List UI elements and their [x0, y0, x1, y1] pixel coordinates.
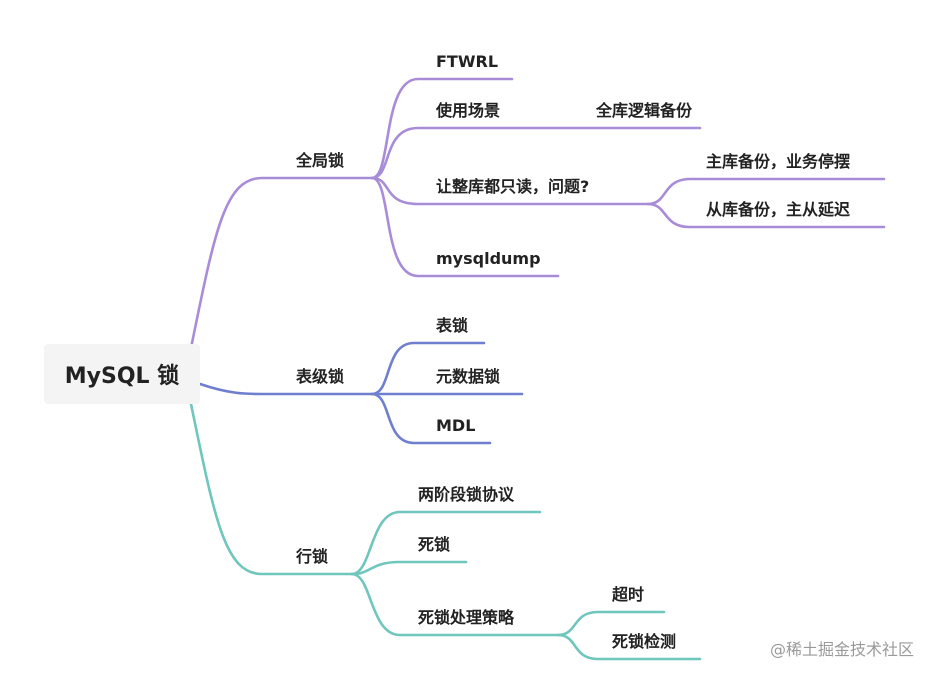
edge-strategy-child1 — [556, 610, 666, 637]
node-usage: 使用场景 — [436, 101, 501, 120]
node-table-lock-child: 表锁 — [436, 316, 469, 335]
edge-root-table — [198, 382, 374, 396]
edge-root-row — [189, 402, 354, 576]
node-global-lock: 全局锁 — [296, 151, 345, 170]
node-deadlock-detection: 死锁检测 — [612, 632, 677, 651]
root-label: MySQL 锁 — [64, 364, 180, 389]
edge-readonly-child1 — [646, 177, 886, 206]
node-readonly: 让整库都只读，问题? — [436, 177, 590, 196]
node-readonly-child-1: 主库备份，业务停摆 — [706, 152, 851, 171]
node-mysqldump: mysqldump — [436, 249, 541, 268]
node-usage-child: 全库逻辑备份 — [596, 101, 693, 120]
edge-global-readonly — [370, 176, 650, 206]
edge-readonly-child2 — [646, 202, 886, 229]
edge-global-ftwrl — [370, 77, 514, 180]
edge-table-tablelock — [370, 341, 486, 396]
edge-row-strategy — [350, 572, 560, 637]
root-node: MySQL 锁 — [44, 344, 200, 404]
node-row-lock: 行锁 — [296, 547, 329, 566]
node-deadlock: 死锁 — [418, 535, 451, 554]
node-readonly-child-2: 从库备份，主从延迟 — [706, 200, 851, 219]
node-deadlock-strategy: 死锁处理策略 — [418, 608, 515, 627]
node-mdl: MDL — [436, 416, 476, 435]
node-table-lock: 表级锁 — [296, 367, 345, 386]
edge-global-usage — [370, 126, 702, 180]
edge-root-global — [189, 176, 374, 350]
node-timeout: 超时 — [612, 585, 645, 604]
node-metadata-lock: 元数据锁 — [436, 367, 501, 386]
watermark: @稀土掘金技术社区 — [770, 640, 915, 659]
edge-table-mdl — [370, 392, 492, 445]
edge-strategy-child2 — [556, 633, 702, 661]
node-ftwrl: FTWRL — [436, 52, 499, 71]
node-two-phase: 两阶段锁协议 — [418, 485, 515, 504]
edge-row-deadlock — [350, 560, 468, 576]
edge-row-twophase — [350, 510, 542, 576]
edge-global-mysqldump — [370, 176, 560, 278]
